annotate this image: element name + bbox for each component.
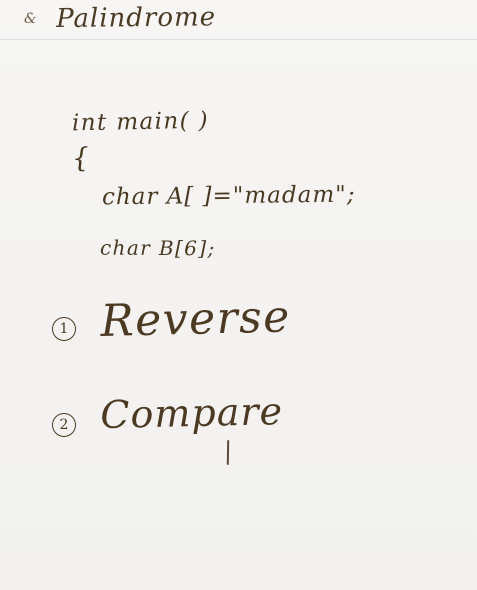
step-compare: 2 Compare bbox=[42, 389, 283, 466]
step-number-1: 1 bbox=[52, 317, 76, 341]
compare-p-descender bbox=[226, 439, 230, 466]
step-number-2: 2 bbox=[52, 413, 76, 437]
code-block: int main( ) { char A[ ]="madam"; char B[… bbox=[70, 105, 412, 265]
header-divider bbox=[0, 39, 477, 40]
code-line-main-signature: int main( ) bbox=[71, 107, 210, 137]
note-header: & Palindrome bbox=[0, 0, 477, 44]
code-line-array-a: char A[ ]="madam"; bbox=[101, 181, 356, 211]
header-bullet: & bbox=[24, 11, 37, 27]
code-line-open-brace: { bbox=[70, 142, 91, 175]
step-reverse: 1 Reverse bbox=[42, 291, 302, 370]
step-label-compare: Compare bbox=[99, 389, 284, 437]
step-label-reverse: Reverse bbox=[99, 291, 292, 347]
page-title: Palindrome bbox=[55, 2, 217, 34]
code-line-array-b: char B[6]; bbox=[99, 235, 216, 261]
